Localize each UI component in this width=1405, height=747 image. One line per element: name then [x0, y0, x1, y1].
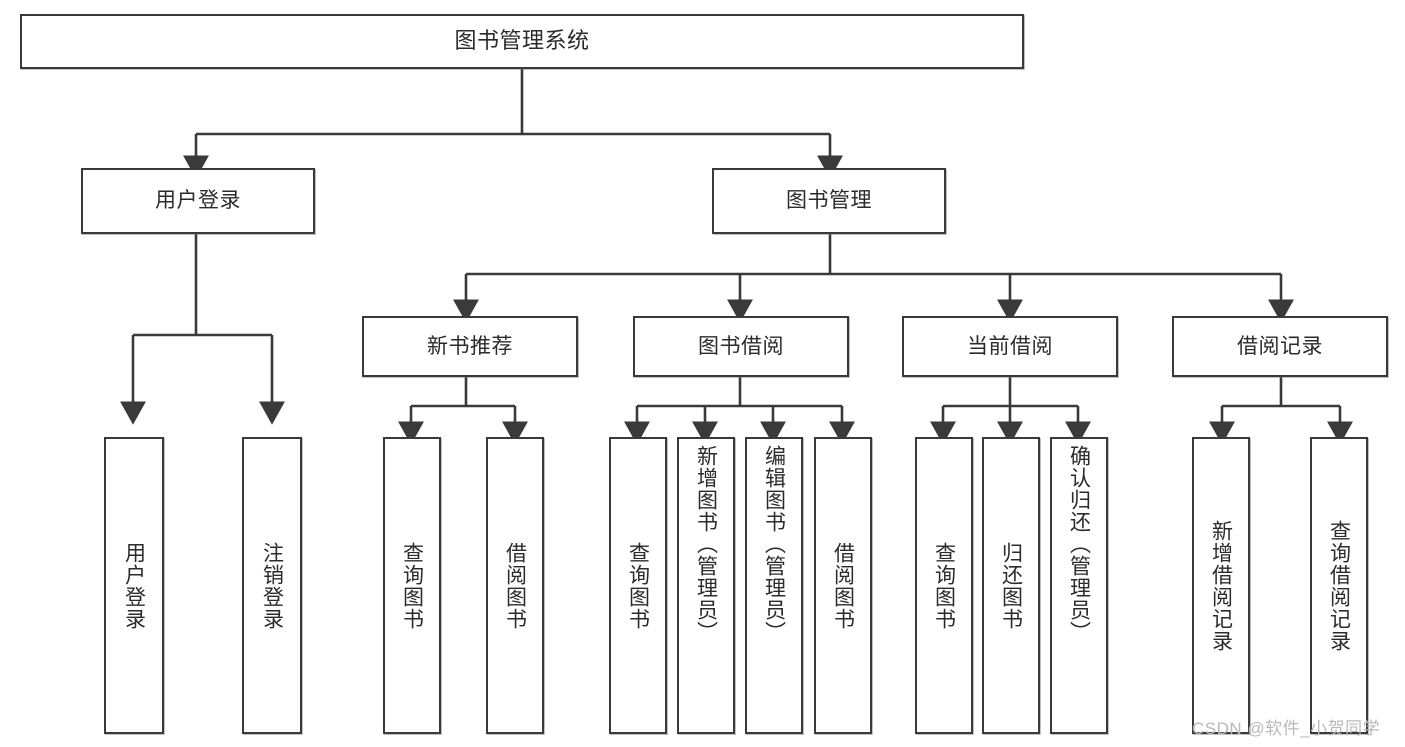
node-current-borrow-label: 当前借阅: [967, 334, 1053, 358]
leaf-add-record[interactable]: 新增借阅记录: [1192, 437, 1250, 734]
leaf-query-record-label: 查询借阅记录: [1327, 519, 1351, 652]
leaf-confirm-return[interactable]: 确认归还（管理员）: [1050, 437, 1108, 734]
leaf-add-book-label: 新增图书（管理员）: [694, 445, 718, 643]
leaf-borrow-book-1-label: 借阅图书: [503, 541, 527, 630]
leaf-edit-book-label: 编辑图书（管理员）: [762, 445, 786, 643]
node-user-login-label: 用户登录: [155, 189, 241, 213]
leaf-edit-book[interactable]: 编辑图书（管理员）: [745, 437, 803, 734]
leaf-query-book-3[interactable]: 查询图书: [915, 437, 973, 734]
leaf-query-book-1[interactable]: 查询图书: [383, 437, 441, 734]
leaf-return-book-label: 归还图书: [999, 541, 1023, 630]
leaf-query-book-2[interactable]: 查询图书: [609, 437, 667, 734]
leaf-add-book[interactable]: 新增图书（管理员）: [677, 437, 735, 734]
node-borrow-record[interactable]: 借阅记录: [1172, 316, 1388, 377]
leaf-query-book-1-label: 查询图书: [400, 541, 424, 630]
leaf-borrow-book-2-label: 借阅图书: [831, 541, 855, 630]
leaf-user-login[interactable]: 用户登录: [104, 437, 164, 734]
leaf-user-login-label: 用户登录: [122, 541, 146, 630]
node-book-manage[interactable]: 图书管理: [712, 168, 946, 234]
node-user-login[interactable]: 用户登录: [81, 168, 315, 234]
leaf-query-book-2-label: 查询图书: [626, 541, 650, 630]
leaf-logout-label: 注销登录: [260, 541, 284, 630]
node-root[interactable]: 图书管理系统: [20, 14, 1024, 69]
leaf-add-record-label: 新增借阅记录: [1209, 519, 1233, 652]
node-new-book-recommend-label: 新书推荐: [427, 334, 513, 358]
leaf-logout[interactable]: 注销登录: [242, 437, 302, 734]
leaf-borrow-book-1[interactable]: 借阅图书: [486, 437, 544, 734]
node-borrow-record-label: 借阅记录: [1237, 334, 1323, 358]
node-book-borrow[interactable]: 图书借阅: [633, 316, 849, 377]
csdn-watermark: CSDN @软件_小贺同学: [1192, 719, 1381, 738]
leaf-return-book[interactable]: 归还图书: [982, 437, 1040, 734]
node-book-manage-label: 图书管理: [786, 189, 872, 213]
node-root-label: 图书管理系统: [454, 28, 590, 54]
leaf-borrow-book-2[interactable]: 借阅图书: [814, 437, 872, 734]
node-current-borrow[interactable]: 当前借阅: [902, 316, 1118, 377]
node-book-borrow-label: 图书借阅: [698, 334, 784, 358]
leaf-query-book-3-label: 查询图书: [932, 541, 956, 630]
leaf-confirm-return-label: 确认归还（管理员）: [1067, 445, 1091, 643]
leaf-query-record[interactable]: 查询借阅记录: [1310, 437, 1368, 734]
node-new-book-recommend[interactable]: 新书推荐: [362, 316, 578, 377]
